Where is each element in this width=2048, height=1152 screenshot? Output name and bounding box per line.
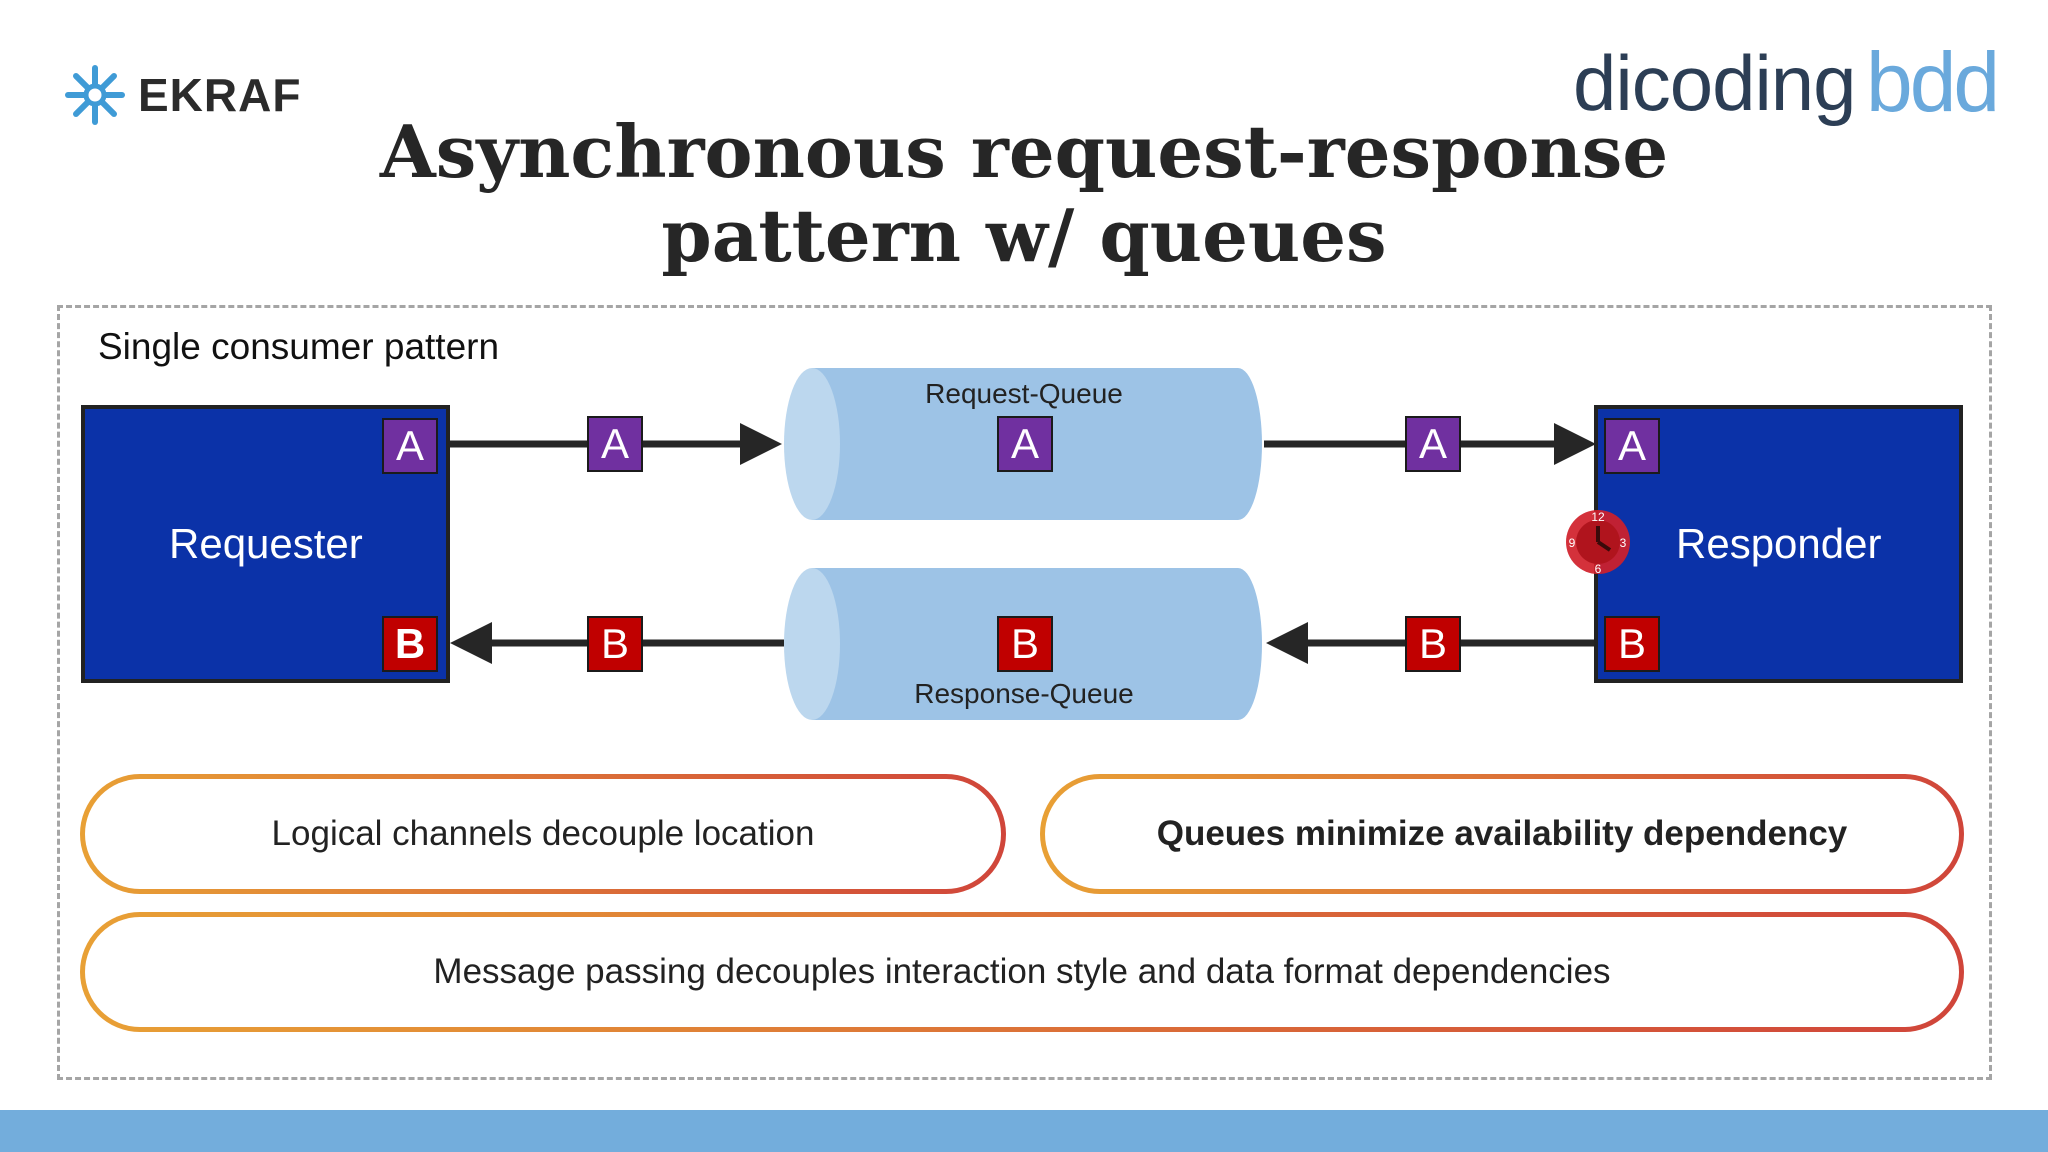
clock-12: 12 — [1591, 510, 1605, 524]
title-line-2: pattern w/ queues — [661, 193, 1387, 278]
message-a-to-responder: A — [1405, 416, 1461, 472]
response-queue-badge: B — [997, 616, 1053, 672]
message-b-to-requester: B — [587, 616, 643, 672]
requester-label: Requester — [169, 520, 363, 567]
requester-badge-b: B — [382, 616, 438, 672]
clock-3: 3 — [1620, 536, 1627, 550]
arrowhead-requester-in — [450, 622, 492, 664]
requester-badge-a: A — [382, 418, 438, 474]
clock-6: 6 — [1595, 562, 1602, 576]
request-queue-badge: A — [997, 416, 1053, 472]
message-b-to-response-queue: B — [1405, 616, 1461, 672]
dicoding-logo: dicoding — [1573, 39, 1857, 127]
slide-title: Asynchronous request-response pattern w/… — [0, 110, 2048, 278]
title-line-1: Asynchronous request-response — [379, 109, 1669, 194]
arrowhead-responder-in — [1554, 423, 1596, 465]
bdd-logo: bdd — [1866, 35, 2000, 129]
responder-badge-a: A — [1604, 418, 1660, 474]
pill-queues-availability: Queues minimize availability dependency — [1040, 774, 1964, 894]
response-queue-label: Response-Queue — [914, 678, 1134, 709]
pill-logical-channels: Logical channels decouple location — [80, 774, 1006, 894]
responder-label: Responder — [1676, 520, 1882, 567]
message-a-to-request-queue: A — [587, 416, 643, 472]
ekraf-snowflake-icon — [65, 65, 125, 125]
responder-badge-b: B — [1604, 616, 1660, 672]
diagram-frame — [57, 305, 1992, 1080]
ekraf-logo: EKRAF — [62, 62, 301, 128]
clock-9: 9 — [1569, 536, 1576, 550]
frame-label: Single consumer pattern — [98, 326, 500, 367]
arrowhead-response-queue-in — [1266, 622, 1308, 664]
clock-icon: 12 3 6 9 — [1566, 510, 1630, 576]
pill-message-passing: Message passing decouples interaction st… — [80, 912, 1964, 1032]
arrowhead-request-queue — [740, 423, 782, 465]
ekraf-logo-text: EKRAF — [138, 69, 302, 121]
request-queue-label: Request-Queue — [925, 378, 1123, 409]
footer-bar — [0, 1110, 2048, 1152]
